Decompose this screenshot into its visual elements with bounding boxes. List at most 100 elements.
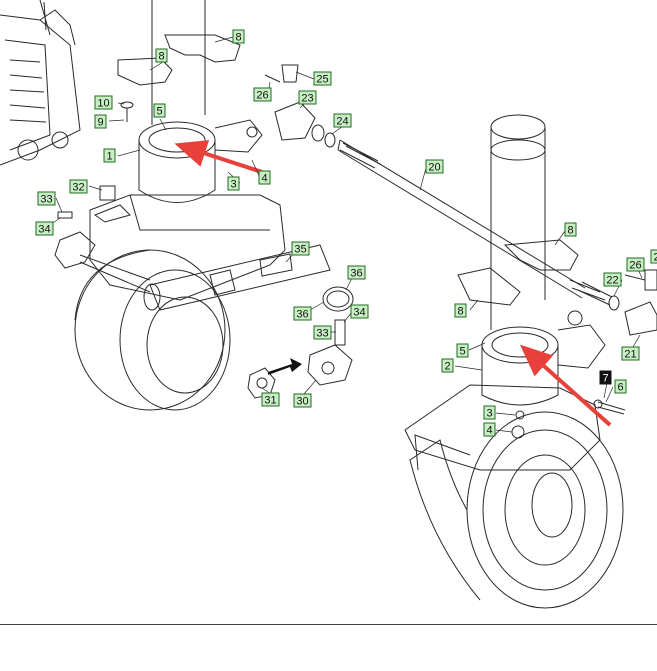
callout-20: 20 [425,159,444,174]
callout-box [258,170,271,185]
highlight-arrows [174,140,612,427]
callout-4: 4 [483,422,496,437]
callout-number: 8 [457,306,463,318]
callout-box [483,422,496,437]
callout-number: 30 [296,396,308,408]
callout-number: 6 [617,382,623,394]
callout-box [291,241,310,256]
callout-number: 8 [235,32,241,44]
callout-8: 8 [564,222,577,237]
callout-number: 3 [230,179,236,191]
callout-32: 32 [69,179,88,194]
callout-35: 35 [291,241,310,256]
callout-number: 4 [261,173,267,185]
callout-box [425,159,444,174]
callout-number: 33 [316,328,328,340]
callout-number: 5 [156,106,162,118]
callout-number: 34 [353,307,365,319]
callout-number: 36 [350,268,362,280]
callout-box [483,405,496,420]
callout-box [298,90,317,105]
callout-number: 3 [486,408,492,420]
callout-3: 3 [483,405,496,420]
callout-box [599,370,612,385]
callout-box [350,304,369,319]
callout-2: 2 [441,358,454,373]
callout-number: 32 [72,182,84,194]
callout-box [35,221,54,236]
callout-number: 8 [158,51,164,63]
callout-33: 33 [37,191,56,206]
right-wheel-assembly-drawing [404,114,657,609]
callout-box [564,222,577,237]
callout-2: 2 [650,249,657,264]
callout-number: 34 [38,224,50,236]
callout-1: 1 [103,148,116,163]
callout-9: 9 [94,114,107,129]
callout-box [253,87,272,102]
callout-36: 36 [347,265,366,280]
callout-number: 4 [486,425,492,437]
callout-number: 7 [602,373,608,385]
left-wheel-assembly-drawing [54,0,354,411]
callout-number: 5 [459,346,465,358]
callout-number: 2 [444,361,450,373]
callout-box [232,29,245,44]
bottom-divider [0,624,657,625]
callout-5: 5 [456,343,469,358]
callout-3: 3 [227,176,240,191]
black-direction-arrow [268,358,302,375]
callout-number: 22 [606,275,618,287]
callout-21: 21 [621,346,640,361]
callout-number: 33 [40,194,52,206]
callout-box [603,272,622,287]
callout-box [454,303,467,318]
callout-box [94,114,107,129]
callout-box [227,176,240,191]
callout-box [293,306,312,321]
callout-box [261,392,280,407]
callout-box [37,191,56,206]
callout-5: 5 [153,103,166,118]
callout-box [626,257,645,272]
highlight-arrow-left [174,140,263,174]
callout-31: 31 [261,392,280,407]
callout-box [153,103,166,118]
callout-number: 23 [301,93,313,105]
callout-number: 26 [256,90,268,102]
callout-number: 1 [106,151,112,163]
callout-number: 9 [97,117,103,129]
callout-24: 24 [333,113,352,128]
callout-box [313,325,332,340]
callout-number: 35 [294,244,306,256]
callout-box [155,48,168,63]
callout-number: 8 [567,225,573,237]
highlight-arrow-right [520,344,612,427]
callout-10: 10 [94,95,113,110]
callout-8: 8 [155,48,168,63]
callout-26: 26 [626,257,645,272]
callout-25: 25 [313,71,332,86]
callout-box [103,148,116,163]
callout-8: 8 [232,29,245,44]
callout-33: 33 [313,325,332,340]
callout-34: 34 [35,221,54,236]
callout-23: 23 [298,90,317,105]
callout-box [333,113,352,128]
callout-22: 22 [603,272,622,287]
callout-number: 2 [653,252,657,264]
machine-body-drawing [0,0,81,166]
callout-7: 7 [599,370,612,385]
callout-box [614,379,627,394]
callout-number: 25 [316,74,328,86]
callout-box [69,179,88,194]
callout-number: 26 [629,260,641,272]
callout-6: 6 [614,379,627,394]
callout-box [456,343,469,358]
callout-number: 20 [428,162,440,174]
callout-number: 10 [97,98,109,110]
callout-number: 36 [296,309,308,321]
callout-number: 21 [624,349,636,361]
